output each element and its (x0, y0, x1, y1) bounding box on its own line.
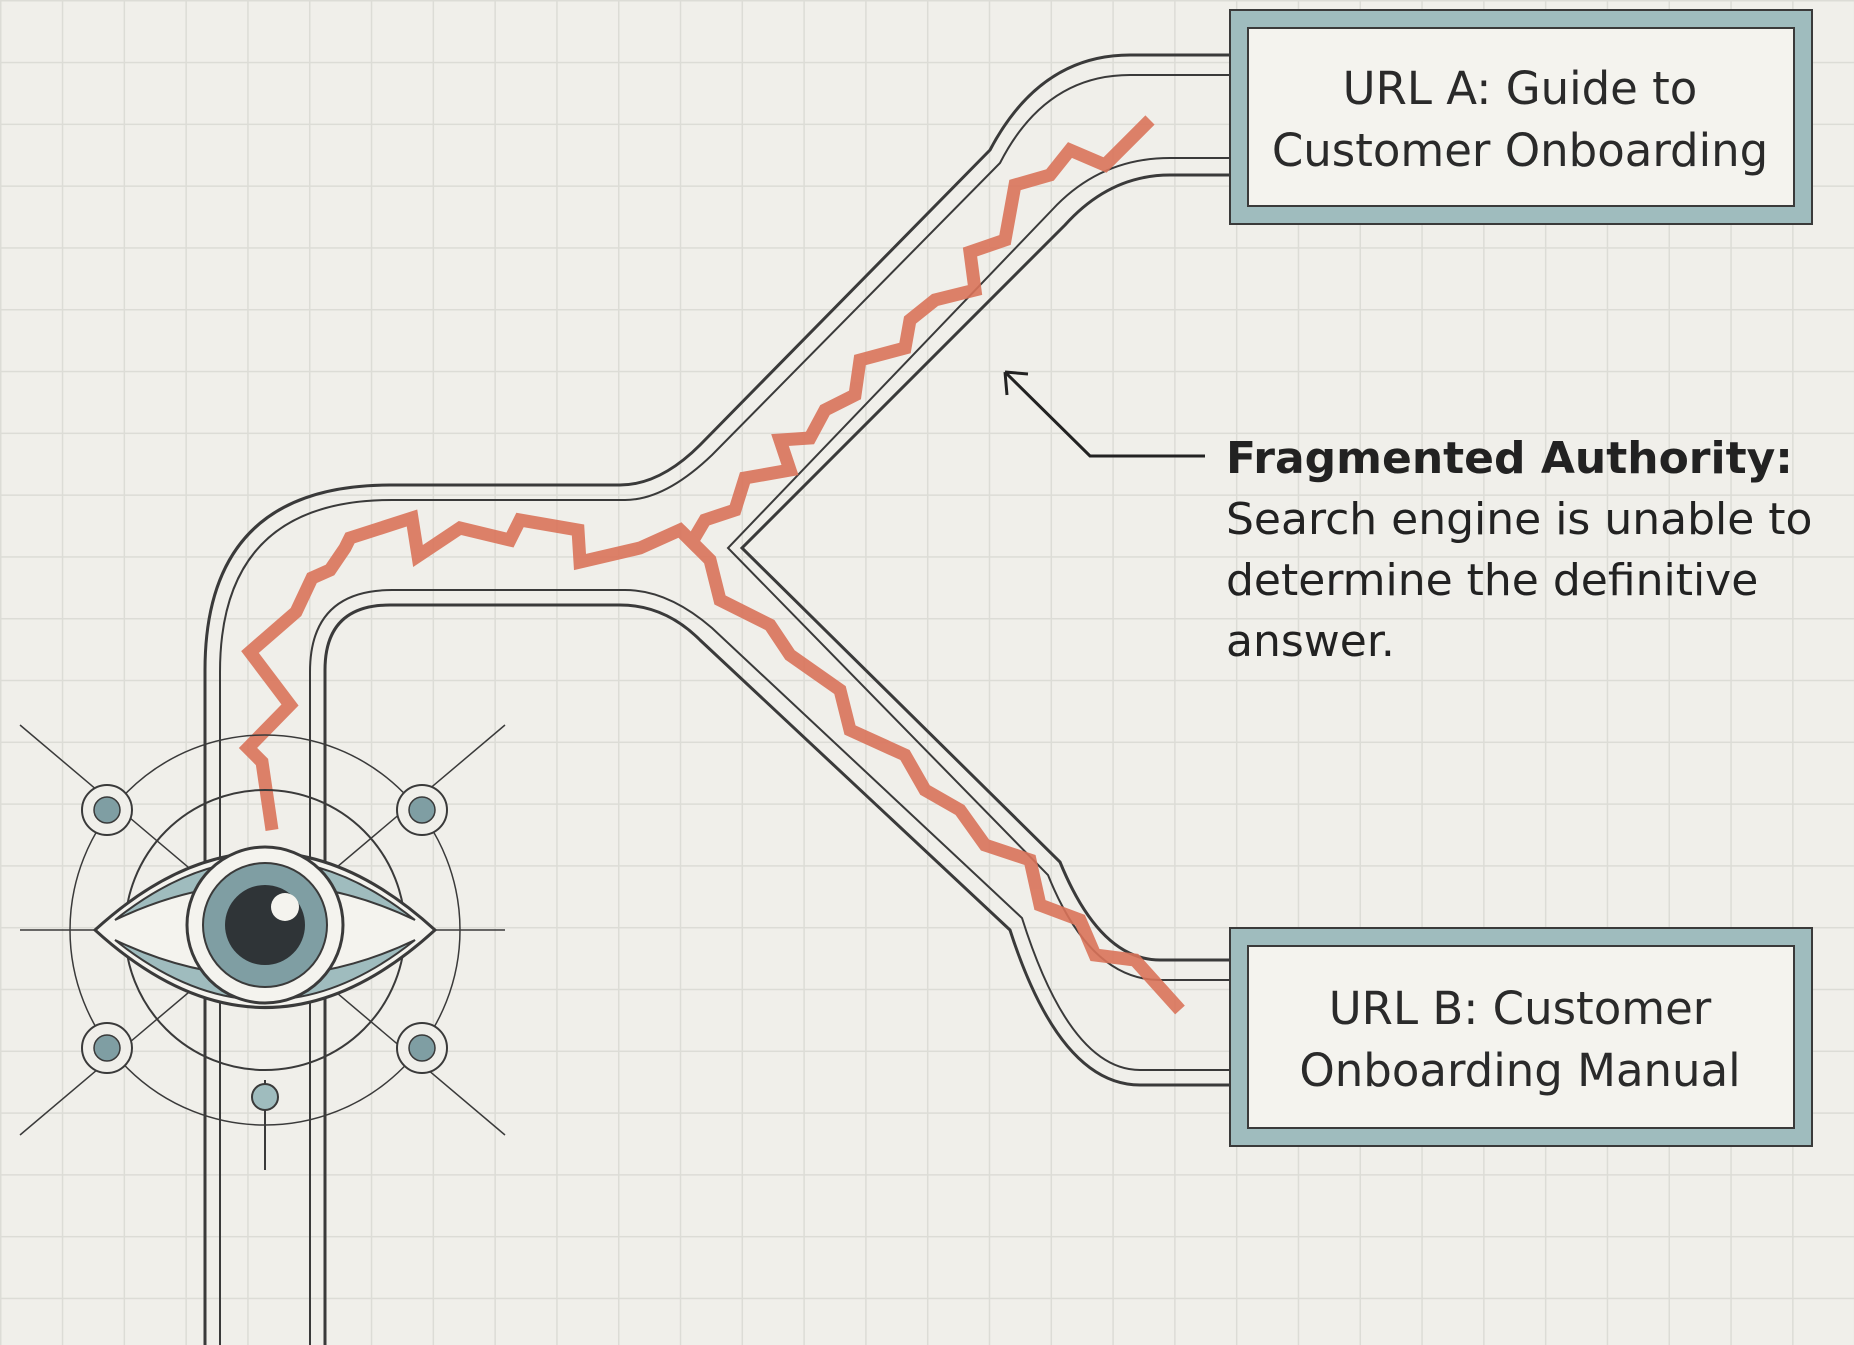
pipe-wall-line-2 (309, 589, 1230, 1345)
url-a-box (1229, 9, 1813, 225)
annotation-body: Search engine is unable to determine the… (1226, 494, 1813, 667)
pipe-wall-line-3 (726, 157, 1230, 981)
crack-main (238, 115, 1155, 831)
annotation-callout: Fragmented Authority: Search engine is u… (1226, 428, 1846, 672)
url-b-label: URL B: Customer Onboarding Manual (1299, 982, 1741, 1097)
crack-line (238, 115, 1185, 1015)
pipe-network (203, 53, 1230, 1345)
arrow-icon (1003, 370, 1205, 458)
annotation-title: Fragmented Authority: (1226, 433, 1793, 484)
pipe-wall-line-1 (219, 74, 1230, 1345)
url-b-box (1229, 927, 1813, 1147)
pipe-wall-inner-top (323, 603, 1230, 1345)
crack-branch (675, 525, 1185, 1015)
url-a-label: URL A: Guide to Customer Onboarding (1271, 62, 1769, 177)
eye-icon (19, 724, 506, 1170)
pipe-wall-outer-top (203, 53, 1230, 1345)
